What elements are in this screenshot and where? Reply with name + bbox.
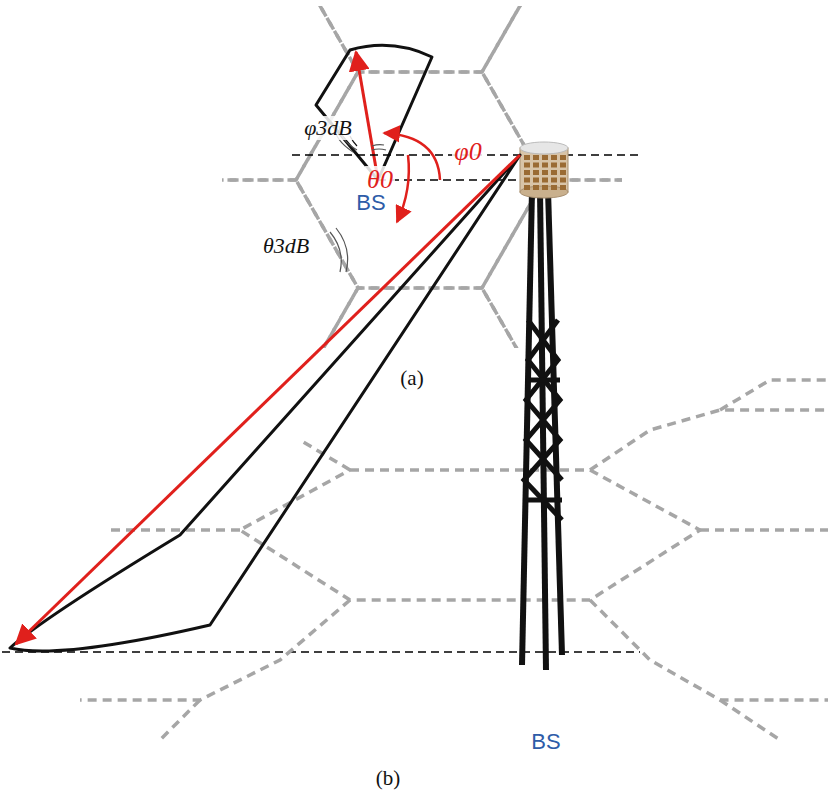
panel-caption: (b) [374, 767, 403, 790]
base-station-tower [520, 142, 568, 670]
beam-direction [16, 155, 520, 644]
beam-direction [356, 52, 378, 180]
angle-label: θ0 [365, 166, 395, 194]
width-arc [330, 232, 341, 272]
reference-line [378, 179, 544, 181]
beam-sector [316, 45, 432, 180]
station-label: BS [354, 191, 387, 215]
station-label: BS [529, 730, 562, 754]
beam-lobe [10, 155, 520, 651]
hex-grid-perspective [80, 380, 828, 740]
tilt-arc [397, 155, 409, 222]
panel-caption: (a) [398, 367, 425, 390]
angle-label: φ0 [452, 138, 483, 166]
angle-label: θ3dB [261, 234, 311, 258]
angle-label: φ3dB [302, 116, 354, 140]
hex-grid [222, 6, 622, 348]
